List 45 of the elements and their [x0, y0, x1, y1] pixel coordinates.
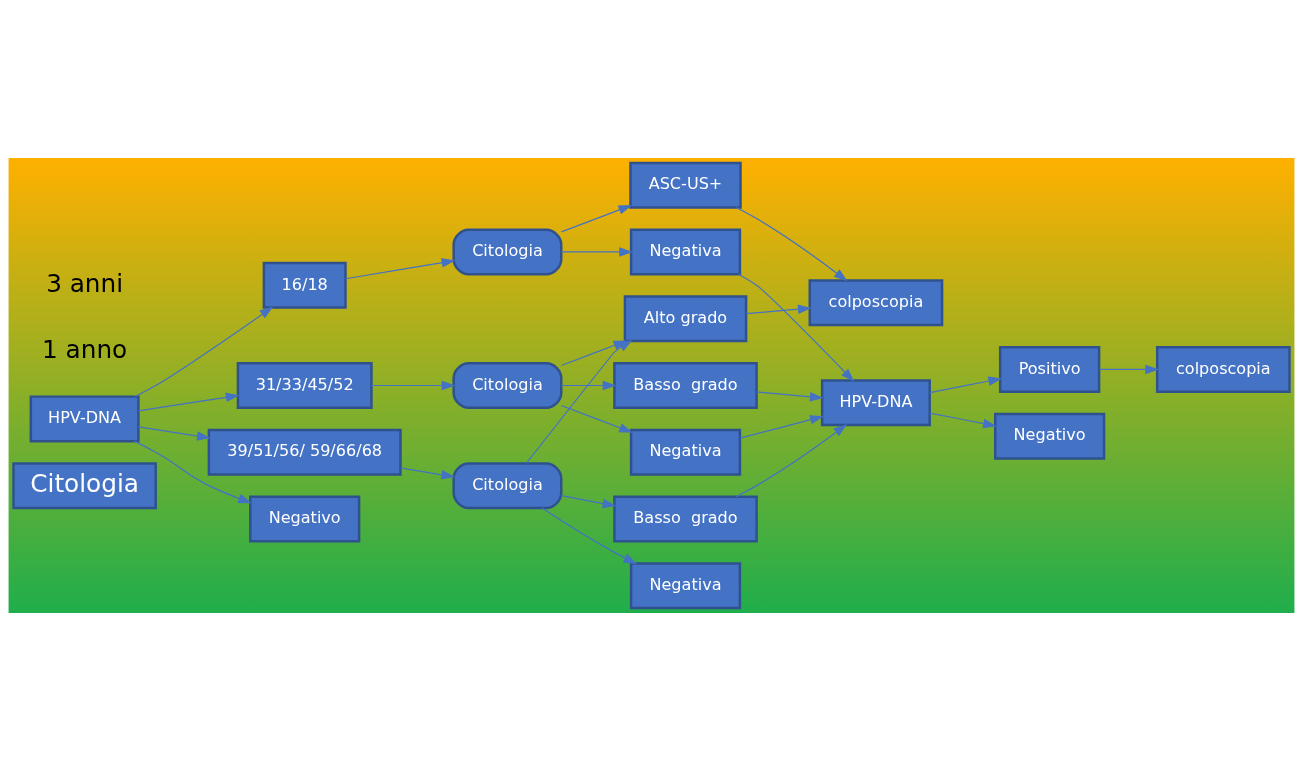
- arrow: [739, 415, 824, 439]
- arrow: [134, 306, 274, 398]
- arrow: [400, 467, 455, 480]
- node-box: 31/33/45/52: [236, 362, 373, 409]
- arrow: [738, 273, 855, 382]
- arrow: [133, 440, 252, 504]
- arrow: [560, 205, 633, 233]
- node-box: Negativa: [629, 428, 742, 476]
- node-box: colposcopia: [1155, 345, 1291, 393]
- node-box: Negativo: [249, 495, 361, 543]
- node-box: Citologia: [452, 462, 563, 510]
- arrow: [735, 424, 847, 498]
- node-box: Citologia: [12, 462, 157, 510]
- node-box: colposcopia: [808, 279, 944, 327]
- arrow: [344, 258, 456, 280]
- arrow: [1098, 364, 1159, 375]
- node-box: Basso grado: [613, 495, 758, 543]
- arrow: [560, 404, 633, 433]
- arrow: [929, 412, 997, 429]
- node-box: Negativo: [994, 412, 1106, 460]
- label: 1 anno: [42, 335, 128, 365]
- node-box: Citologia: [452, 362, 563, 409]
- arrow: [735, 206, 848, 282]
- arrow: [560, 380, 617, 391]
- node-box: HPV-DNA: [29, 395, 140, 443]
- arrow: [560, 495, 617, 509]
- node-box: Basso grado: [613, 362, 758, 409]
- arrow: [370, 380, 456, 391]
- arrow: [929, 376, 1002, 394]
- node-box: Alto grado: [623, 295, 748, 343]
- label: 3 anni: [46, 268, 124, 298]
- node-box: HPV-DNA: [820, 379, 931, 427]
- arrow: [560, 247, 633, 257]
- node-box: 16/18: [262, 261, 347, 309]
- node-box: Negativa: [629, 562, 742, 610]
- node-box: Negativa: [629, 228, 742, 276]
- arrow: [137, 426, 211, 441]
- arrow: [745, 304, 812, 315]
- node-box: 39/51/56/ 59/66/68: [207, 428, 402, 476]
- node-box: Positivo: [998, 345, 1101, 393]
- arrow: [756, 391, 824, 402]
- arrow: [541, 507, 638, 565]
- arrow: [137, 392, 240, 412]
- node-box: Citologia: [452, 228, 563, 276]
- node-box: ASC-US+: [629, 161, 742, 209]
